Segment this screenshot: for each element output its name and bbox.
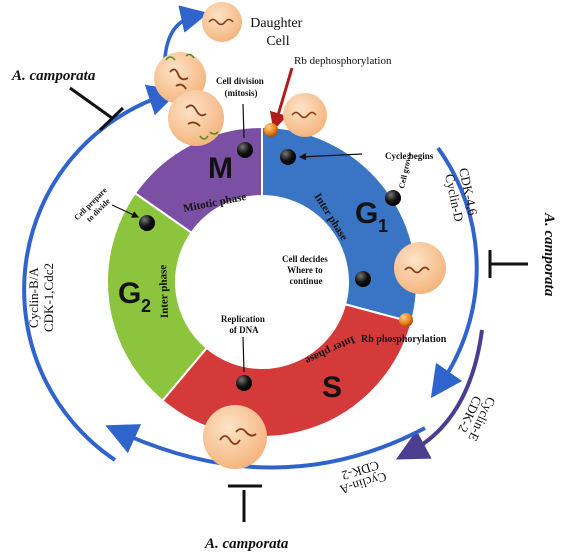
- prepare-pointer: [111, 204, 140, 218]
- s-letter: S: [322, 371, 342, 404]
- inhibitor-label-bottom: A. camporata: [204, 536, 289, 552]
- cyclin-b-label: Cyclin-B/A CDK-1,Cdc2: [26, 263, 56, 332]
- cell-decides-ball: [355, 271, 371, 287]
- g1-letter: G: [355, 197, 378, 230]
- cyclin-e-label: Cyclin-E CDK-2: [452, 389, 499, 446]
- cyclin-e-arc: [395, 329, 484, 460]
- daughter-cell-label: Daughter Cell: [250, 16, 306, 49]
- late-g1-cell: [394, 242, 446, 294]
- cell-grows-ball: [385, 190, 401, 206]
- replication-pointer: [242, 336, 245, 373]
- g2-phase-label: Inter phase: [157, 265, 171, 319]
- prepare-ball: [139, 215, 155, 231]
- g1-subscript: 1: [378, 216, 388, 236]
- rb-dephos-label: Rb dephosphorylation: [294, 55, 392, 67]
- cell-division-label: Cell division (mitosis): [216, 76, 266, 98]
- cell-decides-label: Cell decides Where to continue: [282, 254, 330, 286]
- cycle-begins-ball: [280, 149, 296, 165]
- s-segment: [160, 303, 413, 438]
- prepare-label: Cell prepare to divide: [72, 184, 117, 229]
- rb-phos-label: Rb phosphorylation: [361, 334, 447, 345]
- rb-phos-ball: [399, 313, 413, 327]
- phase-ring: [106, 125, 418, 438]
- blocker-right: [488, 250, 528, 278]
- daughter-arrow: [163, 5, 209, 59]
- s-phase-cell: [203, 405, 267, 469]
- cycle-begins-label: Cycle begins: [385, 151, 434, 161]
- rb-dephos-ball: [264, 123, 278, 137]
- replication-label: Replication of DNA: [221, 314, 267, 335]
- inhibitor-label-left: A. camporata: [11, 68, 96, 84]
- g1-cell: [283, 93, 327, 137]
- rb-dephos-arrow: [269, 67, 294, 131]
- cyclin-d-arc: [430, 146, 479, 399]
- replication-ball: [236, 375, 252, 391]
- g2-subscript: 2: [141, 296, 151, 316]
- cycle-begins-pointer: [298, 153, 363, 161]
- blocker-bottom: [228, 484, 262, 522]
- mitosis-ball: [237, 142, 253, 158]
- mitosis-pointer: [242, 103, 245, 139]
- cyclin-d-label: Cyclin-D CDK-4,6: [441, 166, 482, 226]
- m-segment: [133, 125, 263, 235]
- g1-segment: [261, 125, 418, 324]
- blocker-top-left: [69, 86, 125, 132]
- cyclin-a-label: Cyclin-A CDK-2: [332, 457, 389, 499]
- cyclin-a-arc: [105, 424, 426, 470]
- daughter-cells: [154, 2, 242, 146]
- inhibitor-label-right: A. camporata: [541, 212, 557, 297]
- g2-segment: [106, 191, 209, 403]
- m-letter: M: [208, 152, 233, 185]
- g2-letter: G: [118, 277, 141, 310]
